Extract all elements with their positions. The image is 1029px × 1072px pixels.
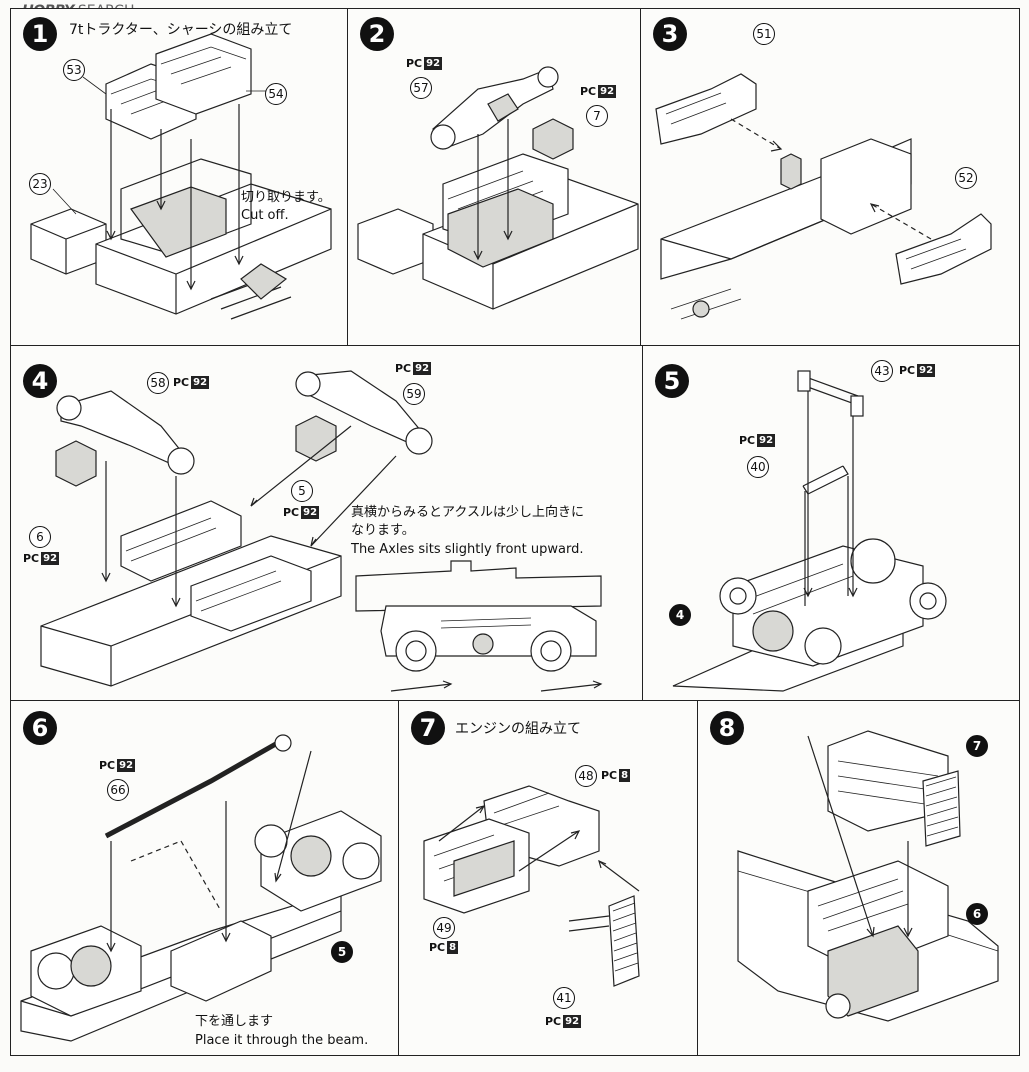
step-5-number: 5 — [655, 364, 689, 398]
part-callout-23: 23 — [29, 173, 51, 195]
beam-note-en: Place it through the beam. — [195, 1033, 369, 1048]
part-callout-41: 41 — [553, 987, 575, 1009]
part-callout-54: 54 — [265, 83, 287, 105]
part-callout-57: 57 — [410, 77, 432, 99]
step-5-illustration — [672, 370, 947, 692]
step-7-title: エンジンの組み立て — [455, 721, 581, 737]
pc-number: 92 — [424, 57, 443, 70]
pc-prefix: PC — [899, 364, 916, 377]
step-8-panel: 8 7 6 — [697, 700, 1020, 1056]
part-callout-4: 4 — [669, 604, 691, 626]
pc-number: 92 — [41, 552, 60, 565]
pc-number: 92 — [191, 376, 210, 389]
part-callout-59: 59 — [403, 383, 425, 405]
part-callout-48: 48 — [575, 765, 597, 787]
pc-number: 8 — [447, 941, 459, 954]
pc-prefix: PC — [173, 376, 190, 389]
pc-prefix: PC — [580, 85, 597, 98]
pc-number: 92 — [117, 759, 136, 772]
pc-prefix: PC — [739, 434, 756, 447]
step-8-number: 8 — [710, 711, 744, 745]
step-2-number: 2 — [360, 17, 394, 51]
axle-note-en: The Axles sits slightly front upward. — [351, 542, 584, 557]
step-4-illustration — [40, 370, 603, 692]
part-callout-7: 7 — [586, 105, 608, 127]
step-6-number: 6 — [23, 711, 57, 745]
part-callout-58: 58 — [147, 372, 169, 394]
pc-prefix: PC — [429, 941, 446, 954]
step-4-number: 4 — [23, 364, 57, 398]
step-1-panel: 1 7tトラクター、シャーシの組み立て 53 54 23 切り取ります。 Cut… — [10, 8, 348, 346]
step-8-illustration — [737, 730, 999, 1022]
beam-note-jp: 下を通します — [195, 1014, 274, 1029]
pc-number: 92 — [757, 434, 776, 447]
part-callout-7: 7 — [966, 735, 988, 757]
step-3-illustration — [655, 73, 992, 320]
step-1-title: 7tトラクター、シャーシの組み立て — [69, 22, 293, 38]
part-callout-40: 40 — [747, 456, 769, 478]
step-7-number: 7 — [411, 711, 445, 745]
pc-number: 92 — [917, 364, 936, 377]
step-1-illustration — [30, 33, 332, 320]
part-callout-52: 52 — [955, 167, 977, 189]
part-callout-5: 5 — [291, 480, 313, 502]
axle-note-jp-line2: なります。 — [351, 523, 415, 538]
step-7-illustration — [423, 785, 640, 987]
part-callout-5: 5 — [331, 941, 353, 963]
axle-note-jp-line1: 真横からみるとアクスルは少し上向きに — [351, 505, 584, 520]
part-callout-51: 51 — [753, 23, 775, 45]
cut-off-note-jp: 切り取ります。 — [241, 190, 331, 205]
step-2-illustration — [357, 66, 639, 310]
cut-off-note-en: Cut off. — [241, 208, 289, 223]
pc-prefix: PC — [99, 759, 116, 772]
pc-prefix: PC — [395, 362, 412, 375]
pc-number: 92 — [301, 506, 320, 519]
pc-number: 92 — [563, 1015, 582, 1028]
step-6-illustration — [20, 734, 382, 1042]
step-3-number: 3 — [653, 17, 687, 51]
step-1-number: 1 — [23, 17, 57, 51]
part-callout-66: 66 — [107, 779, 129, 801]
part-callout-6: 6 — [966, 903, 988, 925]
pc-number: 8 — [619, 769, 631, 782]
pc-number: 92 — [413, 362, 432, 375]
pc-prefix: PC — [406, 57, 423, 70]
pc-prefix: PC — [283, 506, 300, 519]
part-callout-6: 6 — [29, 526, 51, 548]
pc-number: 92 — [598, 85, 617, 98]
part-callout-53: 53 — [63, 59, 85, 81]
pc-prefix: PC — [601, 769, 618, 782]
part-callout-43: 43 — [871, 360, 893, 382]
step-3-panel: 3 51 52 — [640, 8, 1020, 346]
pc-prefix: PC — [23, 552, 40, 565]
pc-prefix: PC — [545, 1015, 562, 1028]
part-callout-49: 49 — [433, 917, 455, 939]
